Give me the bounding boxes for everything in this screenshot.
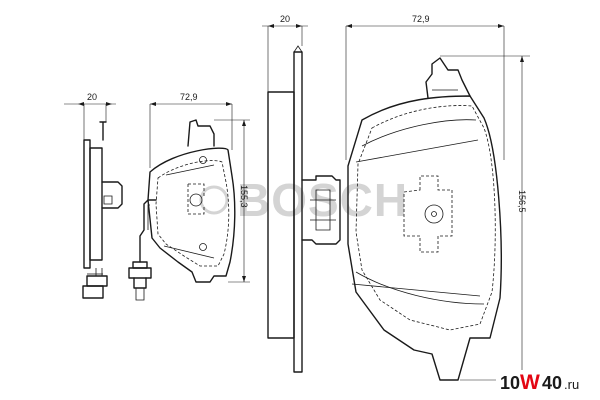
large-pad-front bbox=[347, 57, 502, 381]
large-side-profile bbox=[267, 45, 341, 373]
large-dimension-thickness: 20 bbox=[262, 14, 308, 92]
large-height-label: 156,5 bbox=[517, 190, 527, 213]
badge-text-ru: .ru bbox=[564, 377, 580, 392]
small-side-profile bbox=[82, 121, 123, 299]
wear-sensor bbox=[128, 199, 157, 301]
large-dimension-width: 72,9 bbox=[345, 14, 505, 160]
bosch-watermark: BOSCH bbox=[199, 174, 407, 226]
large-width-label: 72,9 bbox=[412, 14, 430, 24]
site-badge: 10 W 40 .ru bbox=[496, 370, 596, 396]
small-width-label: 72,9 bbox=[180, 92, 198, 102]
small-height-label: 155,3 bbox=[239, 185, 249, 208]
large-dimension-height: 156,5 bbox=[440, 55, 530, 381]
badge-text-40: 40 bbox=[542, 373, 563, 393]
badge-text-10: 10 bbox=[500, 373, 521, 393]
small-thickness-label: 20 bbox=[87, 92, 97, 102]
small-pad-front bbox=[147, 119, 236, 283]
small-dimension-height: 155,3 bbox=[214, 119, 250, 283]
badge-text-w: W bbox=[520, 371, 540, 394]
large-thickness-label: 20 bbox=[280, 14, 290, 24]
small-dimension-thickness: 20 bbox=[64, 92, 116, 140]
small-dimension-width: 72,9 bbox=[149, 92, 233, 168]
